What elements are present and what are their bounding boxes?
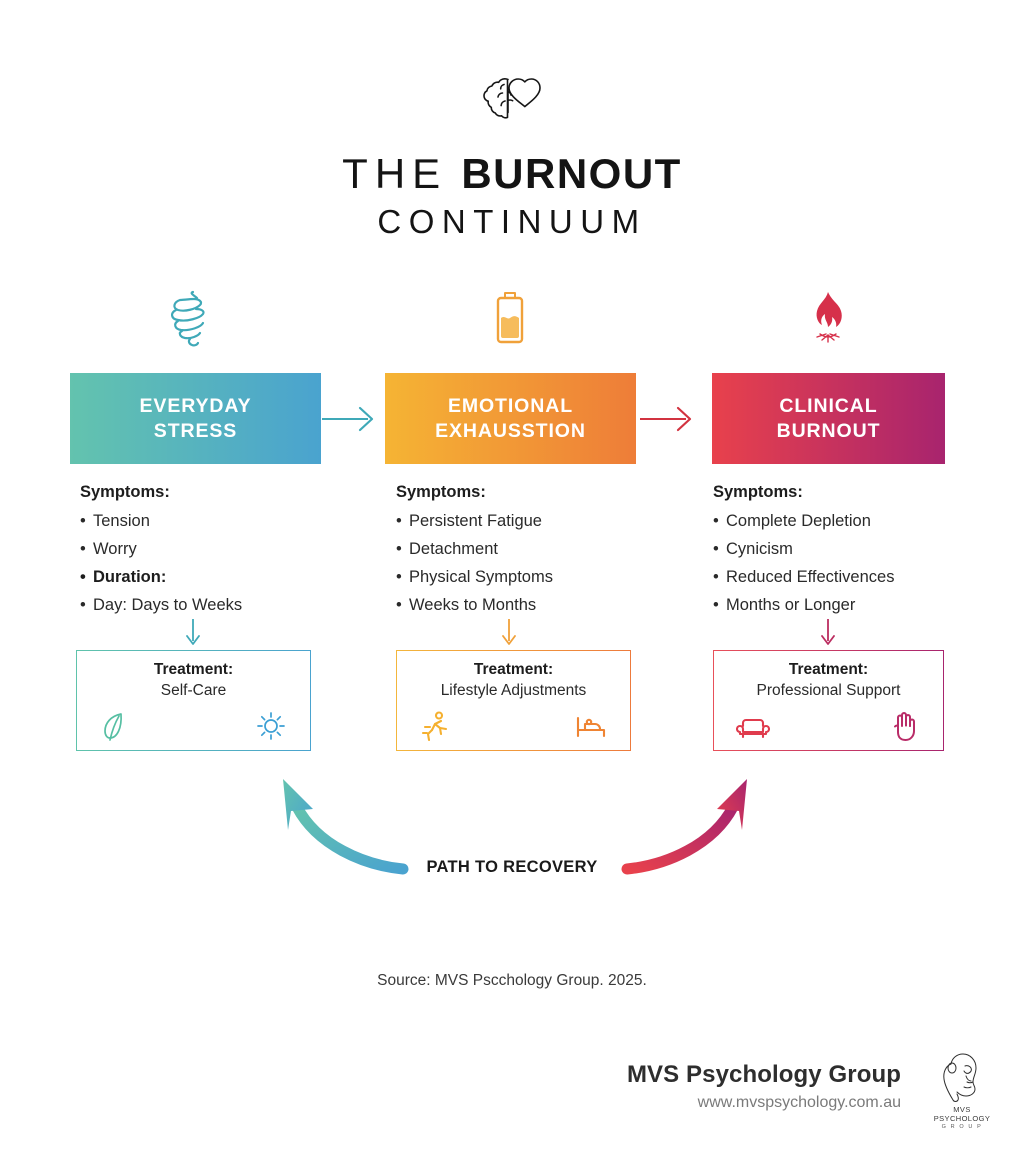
mvs-face-logo-icon [943, 1053, 977, 1102]
leaf-icon [104, 713, 122, 741]
arrow-exhaustion-to-burnout [640, 406, 692, 432]
symptom-item: Tension [80, 507, 242, 535]
down-arrow-clinical-burnout [821, 619, 835, 645]
symptom-item: Detachment [396, 535, 553, 563]
treatment-box-everyday-stress: Treatment: Self-Care [76, 650, 311, 751]
footer-brand: MVS Psychology Group www.mvspsychology.c… [627, 1060, 901, 1114]
down-arrow-everyday-stress [186, 619, 200, 645]
hand-icon [894, 712, 915, 741]
stage-header-clinical-burnout: CLINICAL BURNOUT [712, 373, 945, 464]
symptoms-emotional-exhausstion: Symptoms: Persistent Fatigue Detachment … [396, 478, 553, 619]
bed-icon [576, 716, 606, 738]
sun-icon [257, 712, 285, 740]
page-title: THE BURNOUT CONTINUUM [0, 148, 1024, 243]
mvs-logo-line1: MVS [953, 1105, 971, 1114]
symptom-item: Months or Longer [713, 591, 894, 619]
mvs-logo: MVS PSYCHOLOGY G R O U P [924, 1052, 1000, 1136]
stage-title-line1: EMOTIONAL [447, 394, 574, 417]
path-to-recovery-arrows [283, 779, 747, 875]
couch-icon [736, 718, 770, 739]
symptom-item: Weeks to Months [396, 591, 553, 619]
stage-header-emotional-exhausstion: EMOTIONAL EXHAUSSTION [385, 373, 636, 464]
treatment-label: Treatment: [153, 661, 234, 678]
running-person-icon [421, 711, 448, 742]
title-thin: THE [342, 150, 448, 197]
symptoms-label: Symptoms: [80, 483, 170, 501]
symptoms-everyday-stress: Symptoms: Tension Worry Duration: Day: D… [80, 478, 242, 619]
symptom-item: Day: Days to Weeks [80, 591, 242, 619]
treatment-label: Treatment: [473, 661, 554, 678]
symptoms-label: Symptoms: [713, 483, 803, 501]
brain-heart-icon [483, 78, 541, 119]
stage-title-line2: STRESS [153, 419, 238, 442]
symptom-item: Cynicism [713, 535, 894, 563]
mvs-logo-line2: PSYCHOLOGY [933, 1114, 991, 1123]
symptom-item: Complete Depletion [713, 507, 894, 535]
treatment-box-emotional-exhausstion: Treatment: Lifestyle Adjustments [396, 650, 631, 751]
flame-icon [816, 292, 842, 343]
symptom-item: Persistent Fatigue [396, 507, 553, 535]
treatment-label: Treatment: [788, 661, 869, 678]
symptoms-clinical-burnout: Symptoms: Complete Depletion Cynicism Re… [713, 478, 894, 619]
page-subtitle: CONTINUUM [377, 203, 647, 240]
stage-title-line2: BURNOUT [776, 419, 881, 442]
treatment-value: Lifestyle Adjustments [440, 682, 587, 699]
symptom-item: Duration: [80, 563, 242, 591]
stage-title-line1: EVERYDAY [139, 394, 252, 417]
title-bold: BURNOUT [461, 150, 682, 197]
treatment-value: Self-Care [160, 682, 227, 699]
stage-header-everyday-stress: EVERYDAY STRESS [70, 373, 321, 464]
symptoms-label: Symptoms: [396, 483, 486, 501]
path-to-recovery-label: PATH TO RECOVERY [426, 858, 598, 876]
arrow-stress-to-exhaustion [322, 406, 374, 432]
symptom-item: Worry [80, 535, 242, 563]
footer-url[interactable]: www.mvspsychology.com.au [697, 1094, 901, 1111]
mvs-logo-line3: G R O U P [941, 1124, 983, 1130]
footer-brand-name: MVS Psychology Group [626, 1061, 901, 1088]
stage-title-line1: CLINICAL [779, 394, 878, 417]
treatment-box-clinical-burnout: Treatment: Professional Support [713, 650, 944, 751]
symptom-item: Reduced Effectivences [713, 563, 894, 591]
source-text: Source: MVS Pscchology Group. 2025. [377, 972, 647, 989]
treatment-value: Professional Support [756, 682, 901, 699]
stage-title-line2: EXHAUSSTION [435, 419, 586, 442]
battery-low-icon [496, 292, 524, 344]
symptom-item: Physical Symptoms [396, 563, 553, 591]
down-arrow-emotional-exhausstion [502, 619, 516, 645]
tangled-scribble-icon [171, 290, 205, 347]
